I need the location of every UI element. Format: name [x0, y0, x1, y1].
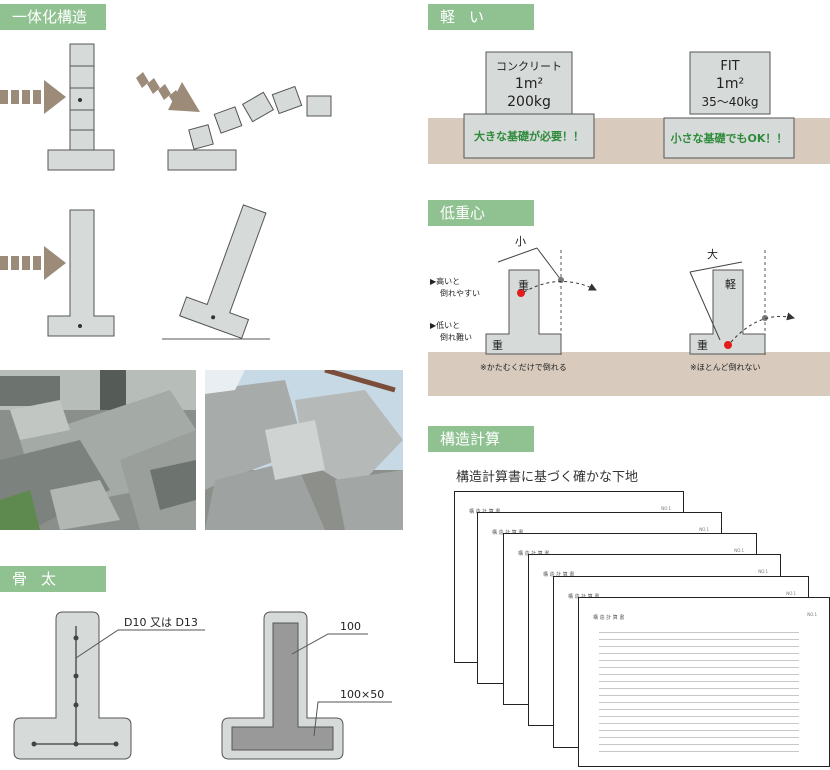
- doc-text-lines: [599, 632, 799, 758]
- arm-small: [497, 247, 538, 263]
- rebar-label: D10 又は D13: [124, 616, 198, 629]
- center-of-gravity-high: [517, 289, 525, 297]
- pivot-dot-left: [558, 277, 564, 283]
- calc-subtitle: 構造計算書に基づく確かな下地: [456, 470, 639, 485]
- section-tag-calc: 構造計算: [428, 426, 534, 452]
- dim-100-label: 100: [340, 620, 361, 633]
- doc-page: NO.1: [807, 612, 817, 617]
- center-of-gravity-low: [724, 341, 732, 349]
- label-heavy-top: 重: [518, 278, 529, 292]
- low-label-2: 倒れ難い: [440, 332, 472, 342]
- t-wall-upright: [47, 209, 115, 337]
- dim-100x50-leader: [313, 701, 392, 737]
- label-light: 軽: [725, 278, 736, 291]
- fit-volume: 1m²: [716, 76, 744, 92]
- dim-100x50-label: 100×50: [340, 688, 384, 701]
- concrete-block: [485, 51, 573, 115]
- rebar-section: [13, 611, 132, 760]
- pivot-dot: [78, 324, 82, 328]
- section-tag-integrated: 一体化構造: [0, 4, 106, 30]
- label-large: 大: [707, 247, 718, 261]
- doc-page: NO.1: [661, 506, 671, 511]
- label-heavy-bottom: 重: [492, 338, 503, 352]
- section-tag-low-center: 低重心: [428, 200, 534, 226]
- t-wall-tilted: [178, 204, 267, 339]
- concrete-note: 大きな基礎が必要！！: [474, 129, 584, 143]
- collapse-photo-1: [0, 370, 196, 530]
- doc-title: 構 造 計 算 書: [593, 615, 625, 621]
- pivot-dot: [78, 98, 82, 102]
- doc-page: NO.1: [734, 548, 744, 553]
- fit-note: 小さな基礎でもOK！！: [670, 131, 788, 145]
- push-arrow-2: [136, 72, 200, 112]
- concrete-volume: 1m²: [515, 76, 543, 92]
- tip-path-right: [730, 312, 795, 343]
- fit-weight: 35〜40kg: [701, 95, 758, 109]
- doc-page: NO.1: [699, 527, 709, 532]
- concrete-weight: 200kg: [507, 94, 551, 110]
- rebar-dots: [31, 635, 119, 747]
- push-arrow-1: [0, 80, 66, 114]
- arm-large: [689, 261, 743, 273]
- low-label-1: ▶低いと: [430, 320, 460, 330]
- ground-strip-low: [428, 352, 830, 396]
- note-left: ※かたむくだけで倒れる: [480, 362, 567, 372]
- high-label-2: 倒れやすい: [440, 288, 480, 298]
- high-label-1: ▶高いと: [430, 276, 460, 286]
- fit-foundation: [663, 117, 795, 159]
- collapse-photo-2: [205, 370, 403, 530]
- section-tag-light: 軽い: [428, 4, 534, 30]
- doc-page: NO.1: [786, 591, 796, 596]
- arm-small-2: [536, 247, 562, 281]
- collapsed-blocks: [167, 85, 332, 171]
- frame-texts: D10 又は D13 100 100×50: [124, 616, 384, 701]
- doc-page: NO.1: [758, 569, 768, 574]
- dim-100-leader: [291, 633, 368, 655]
- calc-doc-6: 構 造 計 算 書 NO.1: [578, 597, 830, 767]
- fit-name: FIT: [720, 59, 739, 74]
- tip-path-left: [523, 281, 597, 293]
- rebar-leader: [75, 629, 205, 659]
- concrete-foundation: [463, 113, 595, 159]
- label-heavy-bottom-right: 重: [697, 338, 708, 352]
- arm-large-2: [689, 271, 721, 341]
- note-right: ※ほとんど倒れない: [690, 362, 760, 372]
- concrete-core: [231, 622, 334, 751]
- doc-title: 構 造 計 算 書: [543, 572, 575, 578]
- push-arrow-3: [0, 246, 66, 280]
- stacked-block-wall: [47, 43, 115, 171]
- low-center-texts: 小 大 重 軽 重 重 ▶高いと 倒れやすい ▶低いと 倒れ難い ※かたむくだけ…: [430, 235, 760, 372]
- fit-block: [689, 51, 771, 115]
- pivot-dot-right: [762, 315, 768, 321]
- light-texts: コンクリート 1m² 200kg 大きな基礎が必要！！ FIT 1m² 35〜4…: [474, 59, 787, 145]
- concrete-name: コンクリート: [496, 60, 562, 73]
- section-tag-frame: 骨太: [0, 566, 106, 592]
- label-small: 小: [515, 235, 526, 248]
